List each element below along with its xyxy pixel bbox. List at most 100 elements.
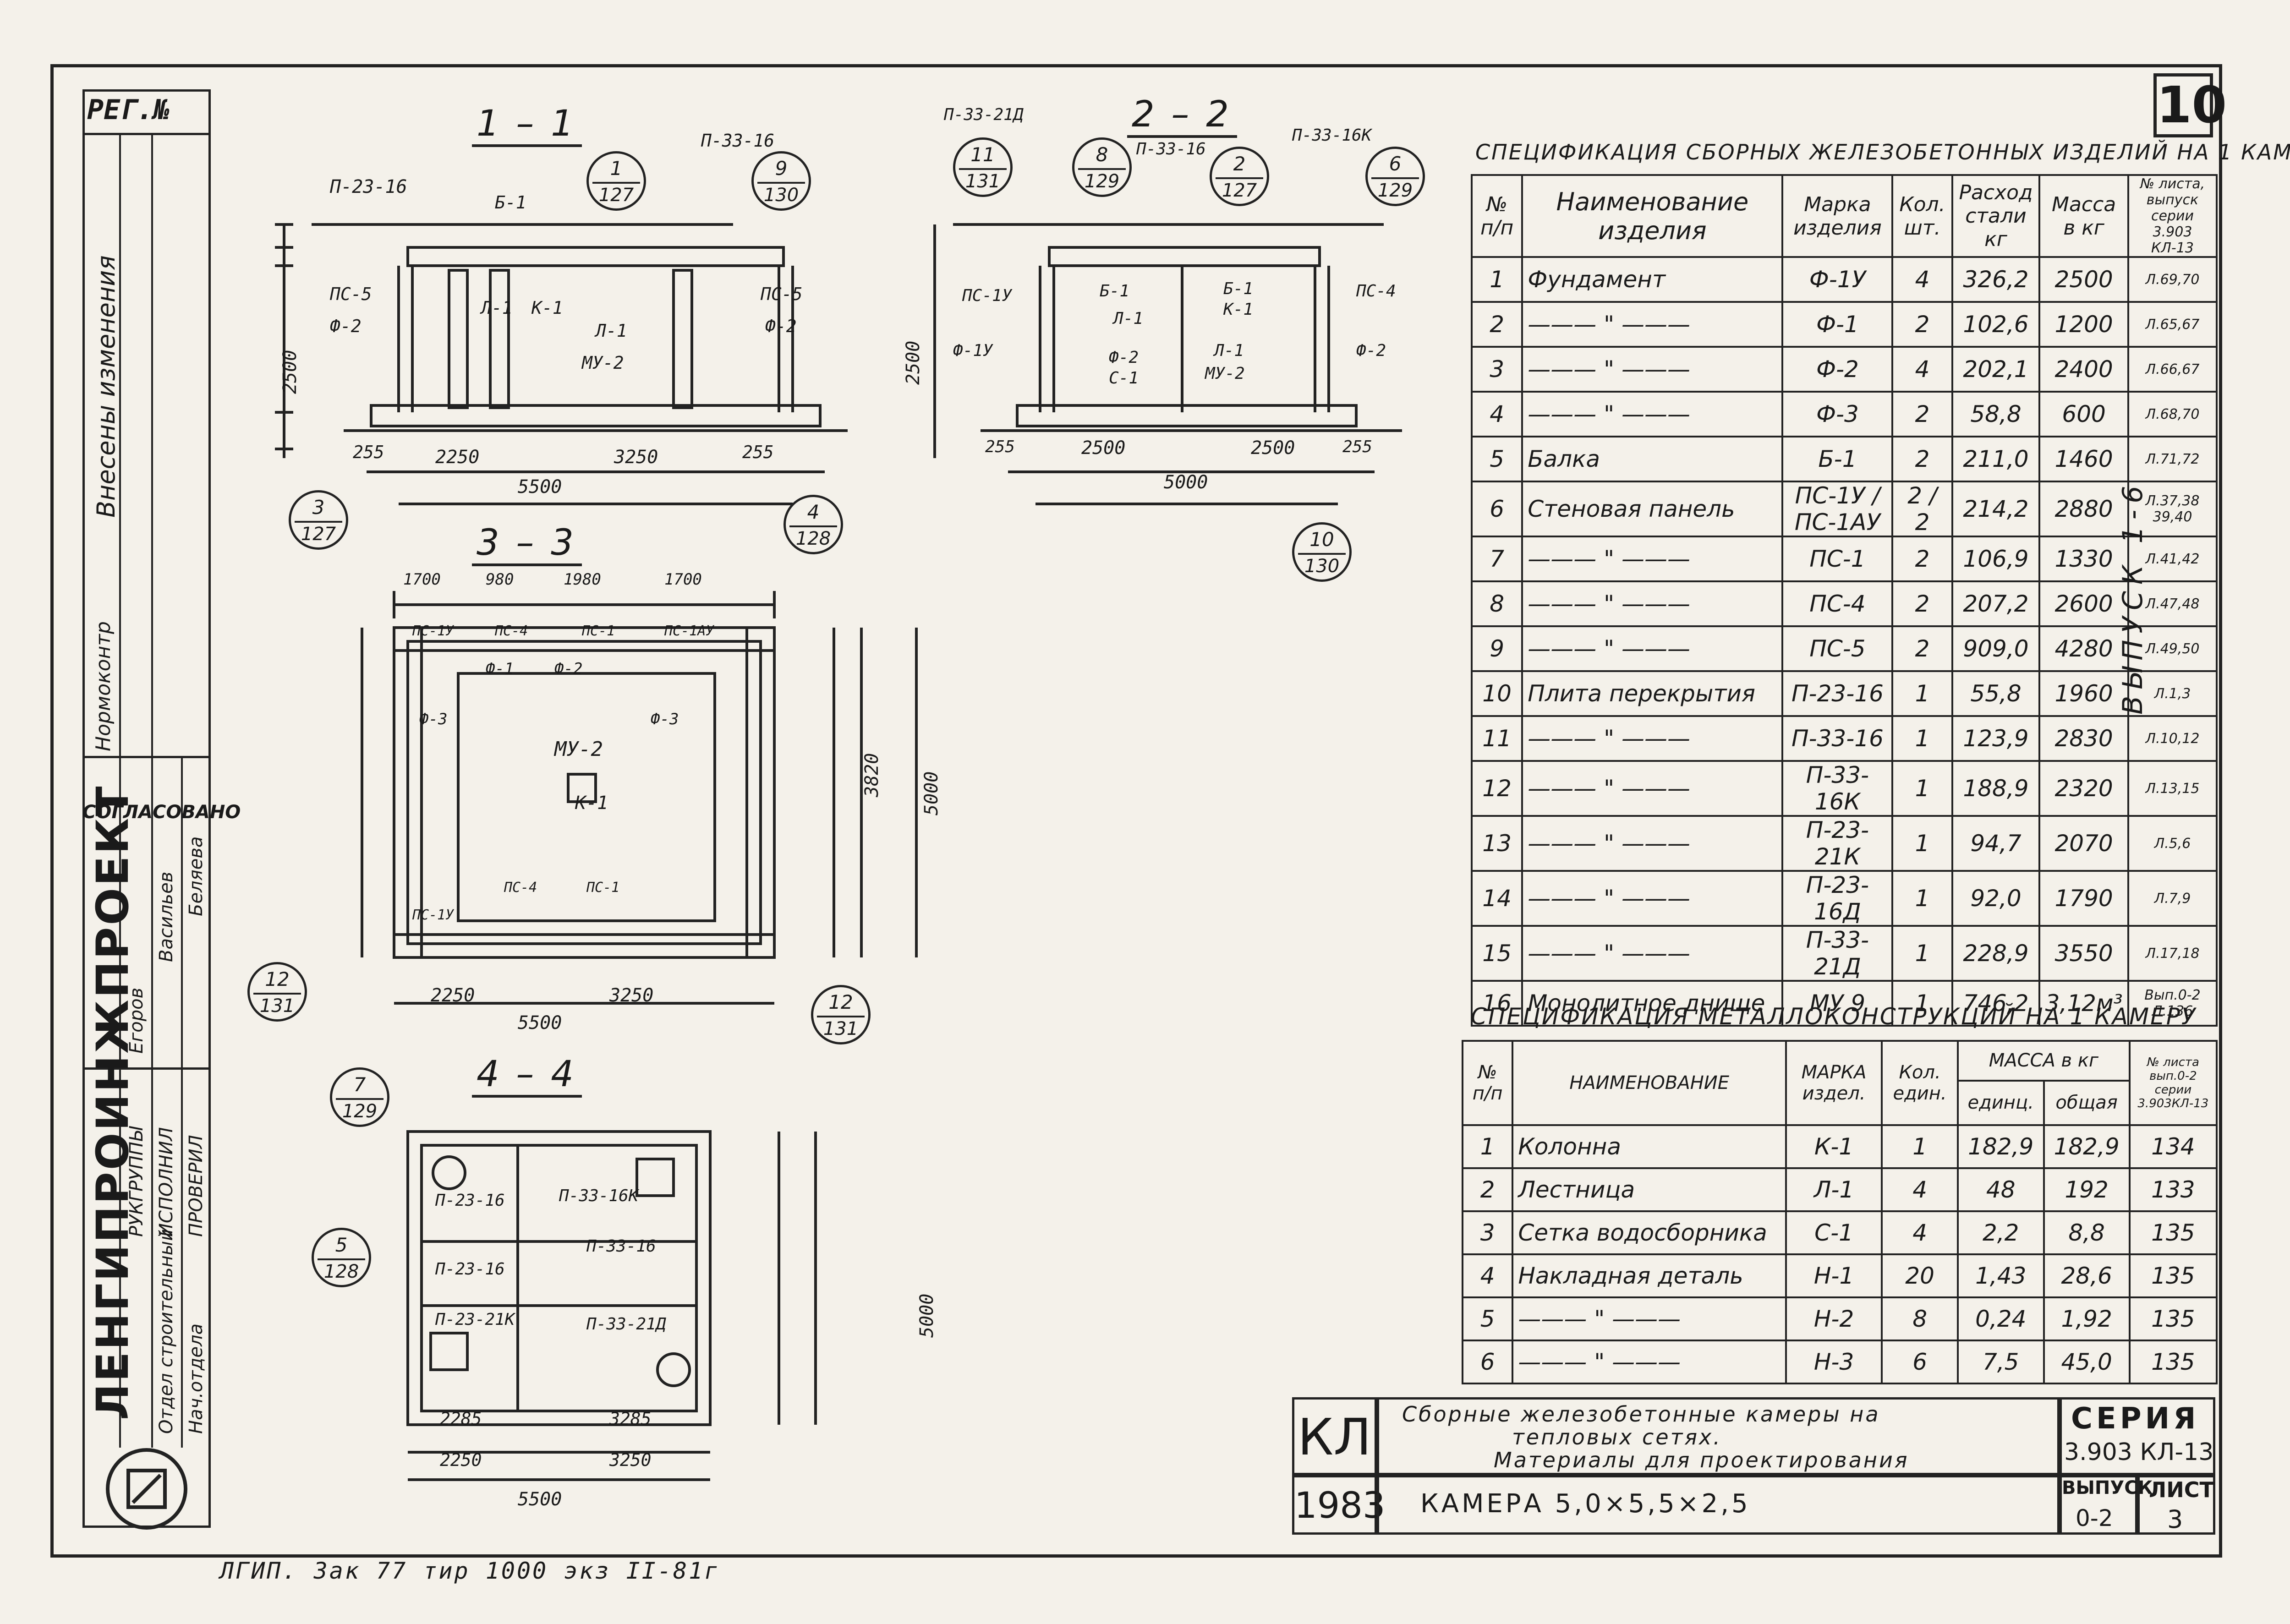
spec1-cell: Ф-1 — [1781, 301, 1894, 348]
lbl-l1: Л-1 — [481, 298, 513, 318]
changes-header: Внесены изменения — [92, 255, 121, 518]
lbl-plate-4: П-33-16 — [586, 1237, 656, 1256]
callout-top: 2 — [1233, 153, 1246, 175]
callout-bottom: 130 — [1304, 556, 1340, 577]
spec1-cell: 14 — [1470, 870, 1523, 927]
callout-divider — [1078, 168, 1126, 170]
spec1-cell: Л.7,9 — [2127, 870, 2218, 927]
section-1-1-title: 1 – 1 — [477, 103, 576, 144]
dim-1980: 1980 — [564, 570, 601, 589]
spec1-cell: 3 — [1470, 346, 1523, 393]
spec2-cell: ——— " ——— — [1512, 1340, 1787, 1384]
lbl-k1-c: К-1 — [575, 793, 608, 814]
lbl-l1-b: Л-1 — [1113, 309, 1144, 328]
stamp-vline — [181, 756, 183, 1448]
dim-980: 980 — [486, 570, 514, 589]
spec1-cell: Л.37,38 39,40 — [2127, 481, 2218, 537]
lbl-ps4-top: ПС-4 — [495, 623, 528, 639]
lbl-ps4-bot: ПС-4 — [504, 880, 537, 896]
lbl-mu2-b: МУ-2 — [1205, 364, 1245, 383]
spec2-cell: 0,24 — [1956, 1296, 2045, 1341]
spec2-cell: 1 — [1881, 1124, 1959, 1169]
spec1-cell: 1 — [1891, 980, 1953, 1027]
spec2-cell: Лестница — [1512, 1167, 1787, 1212]
dim-255b: 255 — [742, 442, 774, 462]
dim-2500-v: 2500 — [903, 340, 924, 385]
lbl-b1: Б-1 — [495, 192, 526, 213]
dim-2250-c: 2250 — [440, 1450, 482, 1470]
callout-divider — [592, 182, 640, 184]
spec2-cell: Н-1 — [1785, 1253, 1883, 1298]
spec1-cell: Л.10,12 — [2127, 715, 2218, 762]
lbl-ps1u-bot: ПС-1У — [412, 907, 454, 923]
spec2-cell: Н-2 — [1785, 1296, 1883, 1341]
dim-5000-c: 5000 — [916, 1293, 937, 1338]
detail-callout: 8 129 — [1072, 137, 1132, 197]
dim-2250: 2250 — [435, 447, 480, 468]
spec1-col-qty: Кол. шт. — [1891, 174, 1953, 258]
spec2-cell: 4 — [1881, 1210, 1959, 1255]
spec1-cell: 2 — [1891, 301, 1953, 348]
title-underline — [472, 144, 582, 147]
callout-top: 4 — [807, 501, 820, 523]
spec1-col-mass: Масса в кг — [2038, 174, 2129, 258]
lbl-ps1-bot: ПС-1 — [586, 880, 620, 896]
spec1-cell: 102,6 — [1951, 301, 2041, 348]
tb-seria-label: СЕРИЯ — [2071, 1402, 2200, 1436]
spec1-cell: ——— " ——— — [1521, 925, 1784, 982]
spec1-col-sheet: № листа, выпуск серии 3.903 КЛ-13 — [2127, 174, 2218, 258]
stamp-role-2: ИСПОЛНИЛ — [156, 1127, 177, 1237]
spec2-cell: 1,92 — [2043, 1296, 2131, 1341]
callout-top: 12 — [828, 991, 853, 1013]
spec2-col-name: НАИМЕНОВАНИЕ — [1512, 1040, 1787, 1126]
tb-vypusk-value: 0-2 — [2076, 1505, 2113, 1531]
spec2-cell: 2 — [1461, 1167, 1514, 1212]
stamp-divider — [82, 133, 211, 135]
callout-top: 10 — [1309, 528, 1334, 551]
spec2-cell: 5 — [1461, 1296, 1514, 1341]
lbl-k1: К-1 — [531, 298, 563, 318]
dim-3250-b: 3250 — [609, 985, 654, 1006]
spec1-cell: 10 — [1470, 670, 1523, 717]
spec1-cell: 214,2 — [1951, 481, 2041, 537]
section-1-1-drawing — [275, 223, 848, 505]
spec1-cell: ПС-1У / ПС-1АУ — [1781, 481, 1894, 537]
dim-1700-b: 1700 — [664, 570, 702, 589]
lbl-p3316-b: П-33-16 — [1136, 140, 1206, 159]
spec2-cell: С-1 — [1785, 1210, 1883, 1255]
spec2-cell: 45,0 — [2043, 1340, 2131, 1384]
lbl-l1-c: Л-1 — [1214, 341, 1244, 360]
tb-name: КАМЕРА 5,0×5,5×2,5 — [1420, 1489, 1751, 1519]
lbl-f2-b: Ф-2 — [1356, 341, 1386, 360]
spec1-cell: 909,0 — [1951, 625, 2041, 672]
detail-callout: 1 127 — [586, 151, 646, 211]
spec1-cell: 1330 — [2038, 536, 2129, 582]
spec1-cell: Л.1,3 — [2127, 670, 2218, 717]
callout-divider — [817, 1016, 865, 1017]
spec1-cell: Л.66,67 — [2127, 346, 2218, 393]
stamp-name-2: Васильев — [156, 871, 177, 962]
spec1-cell: МУ 9 — [1781, 980, 1894, 1027]
spec1-cell: Ф-3 — [1781, 391, 1894, 437]
spec1-cell: 2 / 2 — [1891, 481, 1953, 537]
spec2-cell: 2,2 — [1956, 1210, 2045, 1255]
spec2-cell: Накладная деталь — [1512, 1253, 1787, 1298]
spec2-cell: 135 — [2128, 1253, 2218, 1298]
spec1-cell: Л.65,67 — [2127, 301, 2218, 348]
spec1-cell: 58,8 — [1951, 391, 2041, 437]
spec2-cell: 7,5 — [1956, 1340, 2045, 1384]
detail-callout: 12 131 — [247, 962, 307, 1022]
dim-5000: 5000 — [1164, 472, 1208, 493]
spec1-cell: 2070 — [2038, 815, 2129, 872]
callout-divider — [336, 1098, 383, 1100]
lbl-l1b: Л-1 — [596, 321, 627, 341]
section-2-2-title: 2 – 2 — [1132, 94, 1232, 135]
callout-divider — [253, 993, 301, 995]
dim-2500: 2500 — [279, 350, 301, 394]
